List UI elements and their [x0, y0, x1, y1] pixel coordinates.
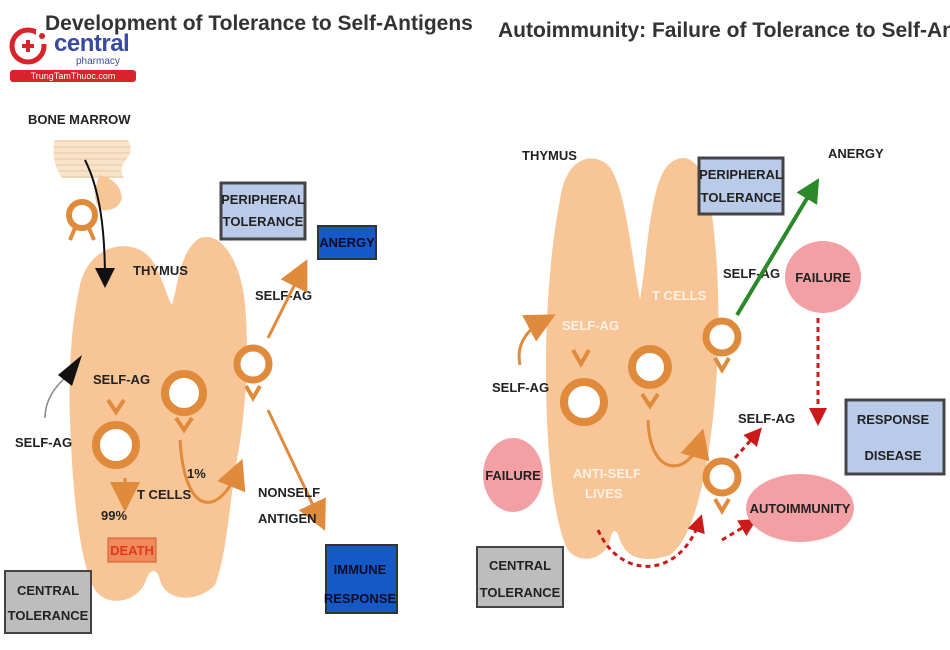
- left-cell-dying: [92, 421, 140, 469]
- right-peripheral-tolerance-box: [697, 156, 785, 216]
- right-peripheral-upper-receptor: [713, 356, 731, 374]
- right-anergy-label: ANERGY: [828, 146, 884, 161]
- response-label-2: DISEASE: [864, 448, 921, 463]
- left-central-tolerance-box: [4, 570, 92, 634]
- death-label: DEATH: [110, 543, 154, 558]
- left-peripheral-tolerance-box: [219, 181, 307, 241]
- right-inside-receptor-fork: [571, 349, 591, 369]
- left-central-label-1: CENTRAL: [17, 583, 79, 598]
- logo-mark-icon: [9, 27, 52, 65]
- right-central-label-1: CENTRAL: [489, 558, 551, 573]
- left-exit-arrow: [178, 439, 246, 504]
- left-99-label: 99%: [101, 508, 127, 523]
- left-self-ag-inside-label: SELF-AG: [93, 372, 150, 387]
- central-pharmacy-logo: central pharmacy TrungTamThuoc.com: [4, 22, 136, 84]
- bone-marrow-extension: [95, 175, 122, 211]
- right-t-cells-label: T CELLS: [652, 288, 706, 303]
- left-surviving-receptor: [174, 416, 194, 434]
- left-peripheral-label-1: PERIPHERAL: [221, 192, 305, 207]
- right-self-ag-lower-label: SELF-AG: [738, 411, 795, 426]
- to-autoimmunity-red-arrow: [721, 518, 758, 542]
- right-anti-self-cell: [560, 378, 608, 426]
- left-nonself-label-2: ANTIGEN: [258, 511, 317, 526]
- right-title: Autoimmunity: Failure of Tolerance to Se…: [498, 19, 950, 42]
- failure-oval-top: [785, 241, 861, 313]
- left-thymus-label: THYMUS: [133, 263, 188, 278]
- left-self-ag-arrowhead: [58, 355, 82, 386]
- autoimmunity-oval: [746, 474, 854, 542]
- failure-top-label: FAILURE: [795, 270, 851, 285]
- right-self-ag-inside-label: SELF-AG: [562, 318, 619, 333]
- logo-sub: pharmacy: [76, 56, 120, 67]
- left-peripheral-cell: [233, 344, 273, 384]
- left-anergy-arrow: [266, 259, 308, 339]
- logo-brand: central: [54, 30, 130, 57]
- left-immune-label-2: RESPONSE: [324, 591, 397, 606]
- right-central-label-2: TOLERANCE: [480, 585, 561, 600]
- right-peripheral-label-1: PERIPHERAL: [699, 167, 783, 182]
- right-peripheral-lower-receptor: [713, 497, 731, 515]
- right-exit-arrow: [646, 419, 710, 468]
- logo-site: TrungTamThuoc.com: [10, 70, 136, 82]
- right-self-ag-arrow: [517, 314, 556, 366]
- response-label-1: RESPONSE: [857, 412, 930, 427]
- right-self-ag-periphery-label: SELF-AG: [723, 266, 780, 281]
- right-self-ag-outside-label: SELF-AG: [492, 380, 549, 395]
- failure-oval-left: [483, 438, 543, 512]
- left-panel: Development of Tolerance to Self-Antigen…: [4, 12, 473, 634]
- left-immune-label-1: IMMUNE: [334, 562, 387, 577]
- left-thymus: [69, 236, 247, 601]
- left-title: Development of Tolerance to Self-Antigen…: [45, 12, 473, 35]
- death-box: [107, 537, 157, 563]
- marrow-cell-stem: [68, 227, 96, 241]
- left-self-ag-outside-label: SELF-AG: [15, 435, 72, 450]
- right-central-tolerance-box: [476, 546, 564, 608]
- left-nonself-label-1: NONSELF: [258, 485, 320, 500]
- left-t-cells-label: T CELLS: [137, 487, 191, 502]
- bone-marrow-label: BONE MARROW: [28, 112, 131, 127]
- bone-marrow-shape: [53, 140, 131, 178]
- left-nonself-arrow: [266, 409, 326, 531]
- marrow-to-thymus-arrow: [84, 159, 115, 288]
- left-self-ag-periphery-label: SELF-AG: [255, 288, 312, 303]
- right-peripheral-cell-lower: [702, 457, 742, 497]
- self-ag-red-arrow: [733, 427, 762, 459]
- left-cell-surviving: [161, 370, 207, 416]
- left-inside-receptor-fork: [106, 398, 126, 416]
- right-peripheral-cell-upper: [702, 317, 742, 357]
- right-t-cell-receptor: [640, 392, 660, 410]
- left-immune-response-box: [325, 544, 398, 614]
- right-t-cell: [628, 345, 672, 389]
- right-thymus-label: THYMUS: [522, 148, 577, 163]
- right-peripheral-label-2: TOLERANCE: [701, 190, 782, 205]
- left-peripheral-label-2: TOLERANCE: [223, 214, 304, 229]
- right-anti-self-label-1: ANTI-SELF: [573, 466, 641, 481]
- anti-self-escape-arrow: [596, 514, 705, 568]
- failure-left-label: FAILURE: [485, 468, 541, 483]
- left-anergy-box: [317, 225, 377, 260]
- left-peripheral-receptor: [244, 384, 262, 402]
- right-anergy-green-arrow: [735, 178, 820, 317]
- left-central-label-2: TOLERANCE: [8, 608, 89, 623]
- autoimmunity-label: AUTOIMMUNITY: [750, 501, 851, 516]
- right-anti-self-label-2: LIVES: [585, 486, 623, 501]
- marrow-cell: [66, 199, 98, 231]
- left-anergy-label: ANERGY: [319, 235, 375, 250]
- right-panel: Autoimmunity: Failure of Tolerance to Se…: [476, 19, 950, 608]
- response-disease-box: [844, 398, 946, 476]
- left-1-label: 1%: [187, 466, 206, 481]
